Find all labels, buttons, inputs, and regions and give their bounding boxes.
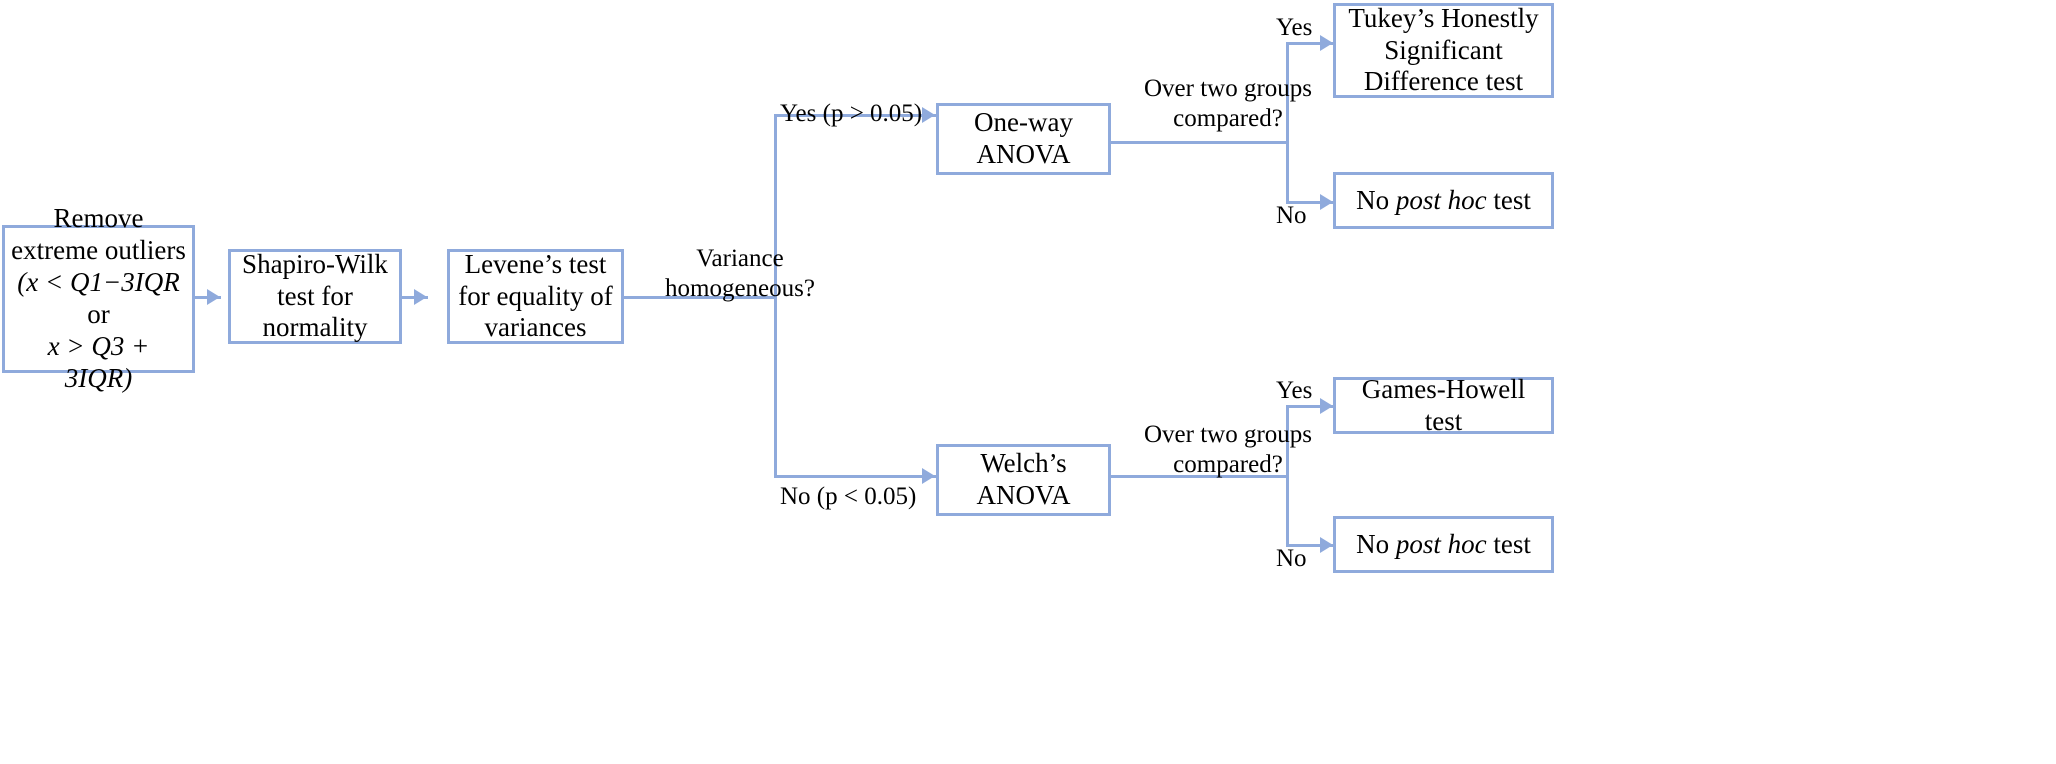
- node-shapiro-wilk-line2: test for: [277, 280, 353, 311]
- node-tukey-hsd[interactable]: Tukey’s Honestly Significant Difference …: [1333, 3, 1554, 98]
- node-tukey-hsd-line3: Difference test: [1363, 66, 1524, 97]
- node-remove-outliers-line5: x > Q3 + 3IQR): [47, 330, 150, 393]
- node-no-post-hoc-bottom[interactable]: No post hoc test: [1333, 516, 1554, 573]
- node-levene-test-line2: for equality of: [458, 280, 613, 311]
- node-remove-outliers[interactable]: Remove extreme outliers (x < Q1−3IQR or …: [2, 203, 195, 393]
- node-games-howell-line1: Games-Howell test: [1361, 373, 1526, 436]
- connector-bottom-decision-trunk: [1286, 405, 1289, 544]
- edge-label-yes-bottom: Yes: [1276, 377, 1313, 404]
- node-tukey-hsd-line2: Significant: [1384, 34, 1503, 65]
- no-post-hoc-bottom-post: test: [1486, 528, 1531, 559]
- connector-top-branch-to-anova: [774, 114, 936, 117]
- arrowhead-bottom-no: [1320, 537, 1333, 553]
- edge-label-over-two-groups-top: Over two groups compared?: [1143, 75, 1313, 132]
- node-no-post-hoc-top[interactable]: No post hoc test: [1333, 172, 1554, 229]
- node-remove-outliers-line4: or: [87, 299, 110, 329]
- edge-label-yes-p-greater: Yes (p > 0.05): [780, 100, 923, 127]
- connector-split-trunk: [774, 114, 777, 478]
- connector-top-decision-trunk: [1286, 42, 1289, 204]
- no-post-hoc-top-pre: No: [1356, 184, 1396, 215]
- connector-bottom-yes: [1286, 405, 1334, 408]
- connector-top-no: [1286, 201, 1334, 204]
- node-tukey-hsd-line1: Tukey’s Honestly: [1348, 2, 1539, 33]
- arrowhead-top-yes: [1320, 35, 1333, 51]
- arrowhead-top-branch-to-anova: [922, 107, 935, 123]
- edge-label-no-p-less: No (p < 0.05): [780, 483, 917, 510]
- arrowhead-bottom-branch-to-welch: [922, 468, 935, 484]
- edge-label-over-two-groups-bottom: Over two groups compared?: [1143, 421, 1313, 478]
- edge-label-yes-top: Yes: [1276, 14, 1313, 41]
- arrowhead-bottom-yes: [1320, 398, 1333, 414]
- no-post-hoc-bottom-italic: post hoc: [1395, 528, 1487, 559]
- node-games-howell[interactable]: Games-Howell test: [1333, 374, 1554, 436]
- node-no-post-hoc-bottom-text: No post hoc test: [1342, 529, 1545, 561]
- node-one-way-anova-line1: One-way: [974, 107, 1073, 138]
- node-no-post-hoc-top-text: No post hoc test: [1342, 185, 1545, 217]
- connector-bottom-no: [1286, 544, 1334, 547]
- node-welch-anova-line2: ANOVA: [976, 480, 1071, 510]
- edge-label-no-top: No: [1276, 202, 1307, 229]
- node-shapiro-wilk-line3: normality: [262, 312, 368, 343]
- node-levene-test[interactable]: Levene’s test for equality of variances: [447, 249, 624, 344]
- connector-top-yes: [1286, 42, 1334, 45]
- connector-welch-to-decision: [1111, 475, 1286, 478]
- node-remove-outliers-line3: (x < Q1−3IQR: [17, 267, 180, 298]
- node-levene-test-line3: variances: [484, 312, 587, 343]
- arrowhead-outliers-to-shapiro: [207, 289, 220, 305]
- connector-anova-to-decision: [1111, 141, 1286, 144]
- node-levene-test-line1: Levene’s test: [464, 248, 607, 279]
- arrowhead-shapiro-to-levene: [414, 289, 427, 305]
- node-remove-outliers-line2: extreme outliers: [11, 235, 186, 266]
- node-welch-anova[interactable]: Welch’s ANOVA: [936, 444, 1111, 516]
- node-remove-outliers-line1: Remove: [53, 203, 144, 234]
- edge-label-variance-homogeneous: Variance homogeneous?: [665, 245, 815, 302]
- edge-label-no-bottom: No: [1276, 545, 1307, 572]
- node-shapiro-wilk-line1: Shapiro-Wilk: [242, 248, 388, 279]
- no-post-hoc-bottom-pre: No: [1356, 528, 1396, 559]
- node-welch-anova-line1: Welch’s: [980, 448, 1067, 479]
- no-post-hoc-top-post: test: [1486, 184, 1531, 215]
- connector-levene-to-split: [624, 296, 776, 299]
- node-one-way-anova-line2: ANOVA: [976, 139, 1071, 169]
- no-post-hoc-top-italic: post hoc: [1395, 184, 1487, 215]
- node-one-way-anova[interactable]: One-way ANOVA: [936, 103, 1111, 175]
- arrowhead-top-no: [1320, 194, 1333, 210]
- connector-bottom-branch-to-welch: [774, 475, 936, 478]
- node-shapiro-wilk[interactable]: Shapiro-Wilk test for normality: [228, 249, 402, 344]
